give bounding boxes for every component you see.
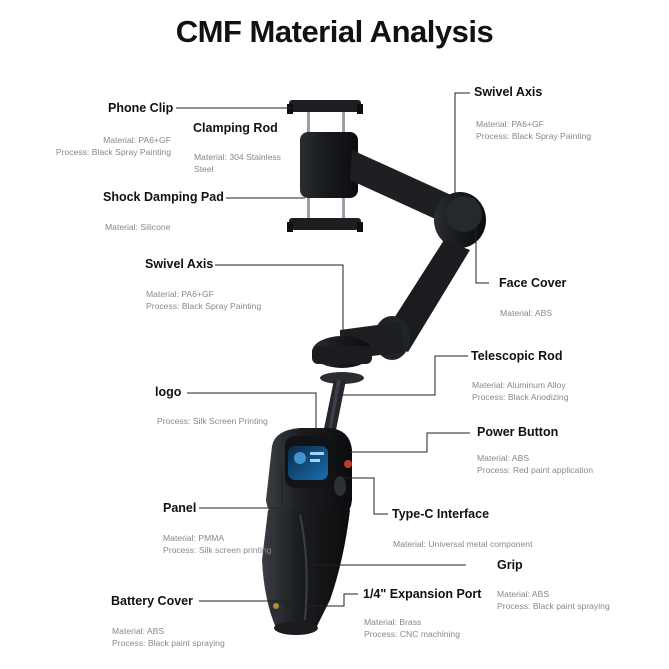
face-cover-label: Face Cover bbox=[499, 276, 567, 290]
power-button-details: Material: ABS Process: Red paint applica… bbox=[477, 452, 593, 476]
face-cover-material: Material: ABS bbox=[500, 308, 553, 318]
clamping-rod-material-cont: Steel bbox=[194, 164, 214, 174]
phone-clip-process: Process: Black Spray Painting bbox=[55, 147, 171, 157]
swivel-axis-mid-material: Material: PA6+GF bbox=[146, 289, 214, 299]
phone-clip-details: Material: PA6+GF Process: Black Spray Pa… bbox=[50, 134, 171, 158]
clamping-rod-details: Material: 304 Stainless Steel bbox=[194, 151, 281, 175]
telescopic-rod-process: Process: Black Anodizing bbox=[472, 392, 569, 402]
grip-process: Process: Black paint spraying bbox=[497, 601, 610, 611]
battery-cover-details: Material: ABS Process: Black paint spray… bbox=[112, 625, 225, 649]
power-button-dot bbox=[344, 460, 352, 468]
page-title: CMF Material Analysis bbox=[175, 14, 494, 49]
swivel-axis-top-details: Material: PA6+GF Process: Black Spray Pa… bbox=[476, 118, 591, 142]
telescopic-rod-material: Material: Aluminum Alloy bbox=[472, 380, 566, 390]
grip-material: Material: ABS bbox=[497, 589, 550, 599]
battery-cover bbox=[274, 621, 318, 635]
type-c-interface-details: Material: Universal metal component bbox=[393, 538, 532, 550]
expansion-port-label: 1/4" Expansion Port bbox=[363, 587, 482, 601]
phone-clip-top bbox=[287, 100, 363, 114]
shock-damping-pad-material: Material: Silicone bbox=[105, 222, 171, 232]
panel-material: Material: PMMA bbox=[163, 533, 225, 543]
expansion-port-material: Material: Brass bbox=[364, 617, 422, 627]
phone-clip-material: Material: PA6+GF bbox=[103, 135, 171, 145]
type-c-interface-material: Material: Universal metal component bbox=[393, 539, 533, 549]
clip-body bbox=[300, 132, 358, 198]
grip-label: Grip bbox=[497, 558, 523, 572]
swivel-axis-mid-details: Material: PA6+GF Process: Black Spray Pa… bbox=[146, 288, 261, 312]
expansion-port-thread bbox=[273, 603, 279, 609]
expansion-port-details: Material: Brass Process: CNC machining bbox=[364, 616, 460, 640]
swivel-axis-top-label: Swivel Axis bbox=[474, 85, 543, 99]
panel-label: Panel bbox=[163, 501, 197, 515]
logo-label: logo bbox=[155, 385, 182, 399]
telescopic-rod-details: Material: Aluminum Alloy Process: Black … bbox=[472, 379, 569, 403]
battery-cover-label: Battery Cover bbox=[111, 594, 193, 608]
phone-clip-bottom bbox=[287, 218, 363, 232]
shock-damping-pad-details: Material: Silicone bbox=[105, 221, 170, 233]
logo-details: Process: Silk Screen Printing bbox=[157, 415, 268, 427]
shock-damping-pad-label: Shock Damping Pad bbox=[103, 190, 224, 204]
telescopic-rod-label: Telescopic Rod bbox=[471, 349, 563, 363]
swivel-axis-top-process: Process: Black Spray Painting bbox=[476, 131, 592, 141]
panel-details: Material: PMMA Process: Silk screen prin… bbox=[163, 532, 271, 556]
swivel-axis-top-material: Material: PA6+GF bbox=[476, 119, 544, 129]
screen bbox=[288, 446, 328, 480]
power-button-label: Power Button bbox=[477, 425, 559, 439]
clamping-rod-material: Material: 304 Stainless bbox=[194, 152, 281, 162]
type-c-interface-label: Type-C Interface bbox=[392, 507, 490, 521]
battery-cover-material: Material: ABS bbox=[112, 626, 165, 636]
phone-clip-label: Phone Clip bbox=[108, 101, 174, 115]
swivel-axis-mid-label: Swivel Axis bbox=[145, 257, 214, 271]
expansion-port-process: Process: CNC machining bbox=[364, 629, 460, 639]
swivel-axis-mid-process: Process: Black Spray Painting bbox=[146, 301, 262, 311]
battery-cover-process: Process: Black paint spraying bbox=[112, 638, 225, 648]
face-cover-details: Material: ABS bbox=[500, 307, 552, 319]
panel-process: Process: Silk screen printing bbox=[163, 545, 272, 555]
logo-process: Process: Silk Screen Printing bbox=[157, 416, 268, 426]
power-button-process: Process: Red paint application bbox=[477, 465, 594, 475]
power-button-material: Material: ABS bbox=[477, 453, 530, 463]
clamping-rod-label: Clamping Rod bbox=[193, 121, 278, 135]
grip-details: Material: ABS Process: Black paint spray… bbox=[497, 588, 610, 612]
